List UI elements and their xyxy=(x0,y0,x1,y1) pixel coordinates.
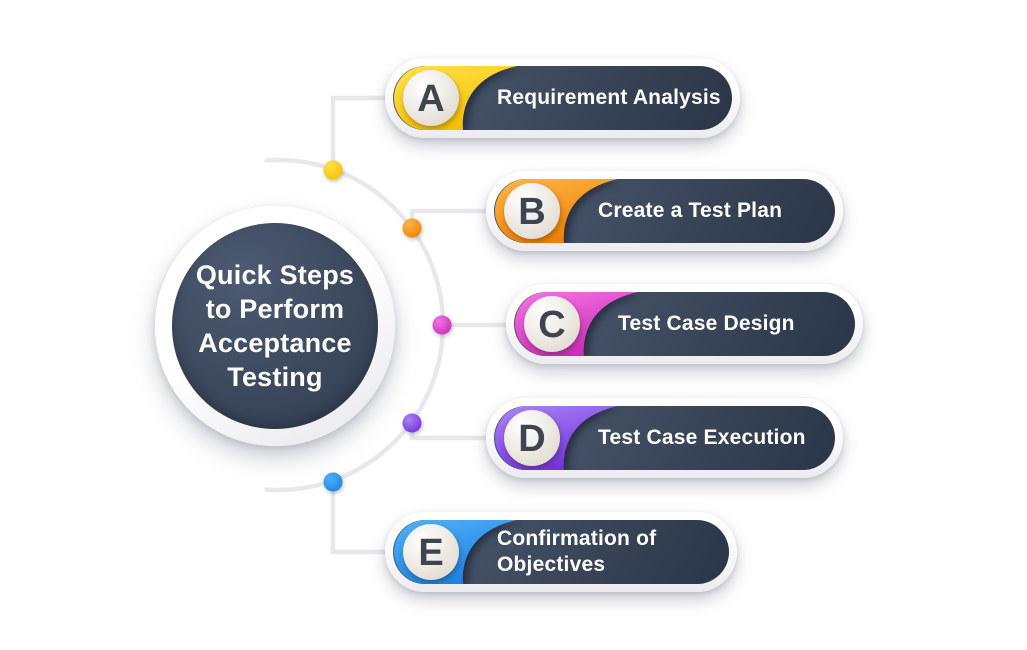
step-pill-e-body: E Confirmation of Objectives xyxy=(393,520,729,584)
step-pill-d-body: D Test Case Execution xyxy=(494,406,835,470)
step-dot-c xyxy=(432,315,452,335)
step-letter: C xyxy=(538,304,565,346)
step-label: Test Case Execution xyxy=(598,426,806,449)
step-label: Test Case Design xyxy=(618,312,795,335)
step-dot-b xyxy=(402,218,422,238)
step-letter-circle xyxy=(403,524,459,580)
step-pill-c-body: C Test Case Design xyxy=(514,292,855,356)
central-circle-inner: Quick Steps to Perform Acceptance Testin… xyxy=(172,223,378,429)
step-pill-b-body: B Create a Test Plan xyxy=(494,179,835,243)
step-letter: B xyxy=(518,191,545,233)
step-label: Confirmation of Objectives xyxy=(497,527,657,576)
step-marker-e: E xyxy=(394,520,517,584)
step-letter-circle xyxy=(403,70,459,126)
step-label: Requirement Analysis xyxy=(497,86,721,109)
step-pill-e: E Confirmation of Objectives xyxy=(385,512,737,592)
connector-step-a xyxy=(330,95,398,173)
step-marker-b: B xyxy=(495,179,618,243)
diagram-title-line: Acceptance xyxy=(198,328,352,358)
step-letter-circle xyxy=(504,410,560,466)
step-marker-d: D xyxy=(495,406,618,470)
step-pill-c: C Test Case Design xyxy=(506,284,863,364)
connector-step-d xyxy=(409,420,499,441)
diagram-title-line: Quick Steps xyxy=(195,260,355,290)
step-pill-a: A Requirement Analysis xyxy=(385,58,740,138)
step-letter: A xyxy=(417,78,444,120)
step-letter-circle xyxy=(504,183,560,239)
step-letter: E xyxy=(418,532,443,574)
connector-step-b xyxy=(409,208,499,231)
step-marker-a: A xyxy=(394,66,517,130)
step-pill-d: D Test Case Execution xyxy=(486,398,843,478)
step-letter-circle xyxy=(524,296,580,352)
step-dot-e xyxy=(323,472,343,492)
diagram-title-line: to Perform xyxy=(205,294,345,324)
step-pill-b: B Create a Test Plan xyxy=(486,171,843,251)
central-circle: Quick Steps to Perform Acceptance Testin… xyxy=(155,206,395,446)
diagram-title-line: Testing xyxy=(227,362,323,392)
connector-step-e xyxy=(330,479,398,555)
step-marker-c: C xyxy=(515,292,638,356)
diagram-title: Quick Steps to Perform Acceptance Testin… xyxy=(196,258,354,394)
step-label: Create a Test Plan xyxy=(598,199,783,222)
step-pill-a-body: A Requirement Analysis xyxy=(393,66,732,130)
step-dot-d xyxy=(402,413,422,433)
step-letter: D xyxy=(518,418,545,460)
step-dot-a xyxy=(323,160,343,180)
